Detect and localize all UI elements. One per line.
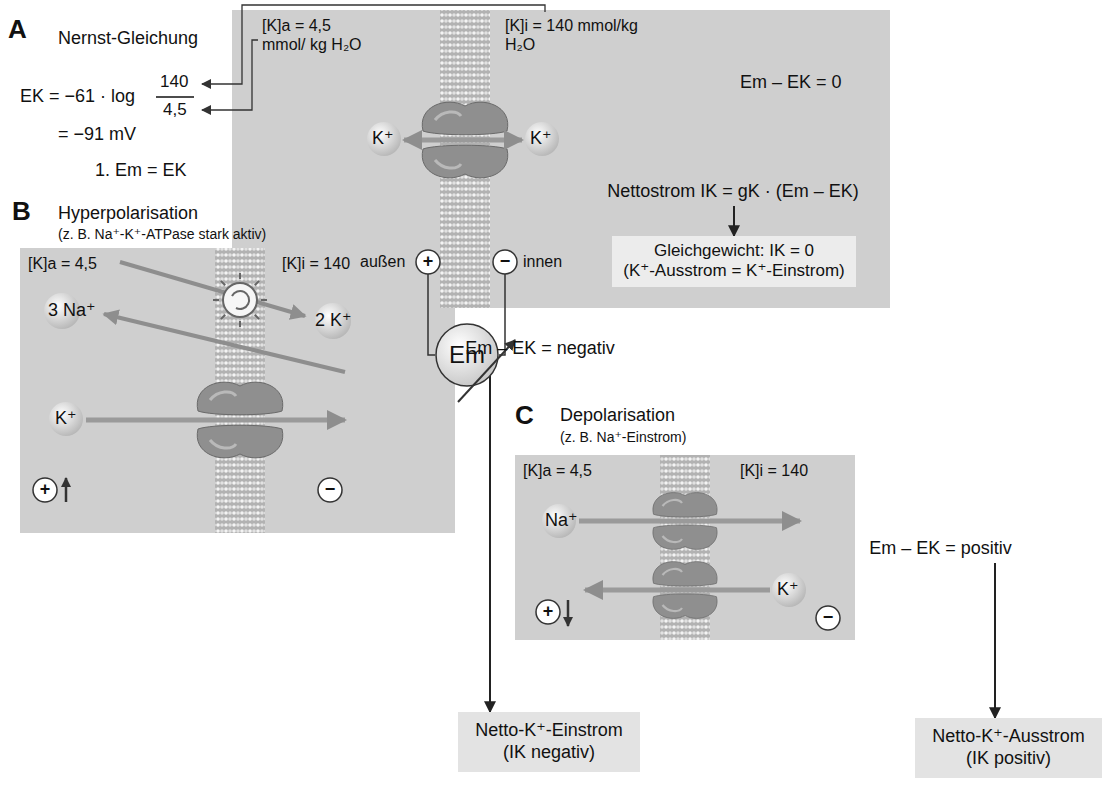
result-box: Netto-K⁺-Einstrom(IK negativ) xyxy=(458,712,640,772)
leader-line xyxy=(202,40,258,110)
leader-line xyxy=(202,5,545,84)
result-detail: (IK negativ) xyxy=(474,742,624,764)
fraction-denominator: 4,5 xyxy=(163,100,187,120)
concentration-label: [K]a = 4,5 xyxy=(523,461,592,480)
ion-flux-arrow xyxy=(579,519,800,524)
pump-ray xyxy=(261,299,267,301)
ion-label: Na⁺ xyxy=(545,510,578,532)
ion-flux-arrow xyxy=(404,138,522,143)
charge-circle xyxy=(33,478,57,502)
pump-rotation xyxy=(232,291,249,309)
ion-flux-arrow xyxy=(86,418,345,423)
pump-ray xyxy=(255,315,259,319)
ion-label: K⁺ xyxy=(777,579,799,601)
panel-subheading: (z. B. Na⁺-Einstrom) xyxy=(560,429,686,446)
result-heading: Netto-K⁺-Einstrom xyxy=(474,720,624,742)
connector-arrow xyxy=(733,206,735,236)
connector-arrow xyxy=(489,363,491,712)
ion-flux-arrow xyxy=(104,314,345,372)
side-label: innen xyxy=(523,252,562,271)
concentration-label: [K]a = 4,5 xyxy=(28,254,97,273)
pump-ray xyxy=(239,321,241,327)
membrane-panel: [K]a = 4,5 [K]i = 140 3 Na⁺ 2 K⁺ K⁺ xyxy=(20,248,455,533)
ion-sphere xyxy=(367,122,401,156)
panel-subheading: (z. B. Na⁺-K⁺-ATPase stark aktiv) xyxy=(58,226,266,243)
current-equation: Nettostrom IK = gK · (Em – EK) xyxy=(600,178,866,206)
pump-ray xyxy=(255,281,259,285)
panel-letter: A xyxy=(8,14,27,45)
ion-label: 2 K⁺ xyxy=(315,310,352,332)
membrane-panel: [K]a = 4,5 [K]i = 140Na⁺ K⁺ xyxy=(515,455,855,640)
charge-sign: − xyxy=(500,252,511,270)
nernst-formula: EK = −61 · log xyxy=(20,86,135,108)
charge-change-arrow xyxy=(65,478,68,502)
concentration-label: [K]i = 140 xyxy=(282,254,350,273)
potential-difference: Em – EK = 0 xyxy=(740,72,842,94)
charge-change-arrow xyxy=(567,600,570,626)
potential-difference: Em – EK = positiv xyxy=(862,535,1019,563)
pump-ray xyxy=(239,273,241,279)
charge-sign: + xyxy=(423,252,434,270)
panel-letter: C xyxy=(515,400,534,431)
ion-flux-arrow xyxy=(120,262,305,316)
equilibrium-box: Gleichgewicht: IK = 0(K⁺-Ausstrom = K⁺-E… xyxy=(612,236,856,287)
charge-circle xyxy=(416,250,440,274)
result-detail: (K⁺-Ausstrom = K⁺-Einstrom) xyxy=(622,261,846,281)
ion-label: K⁺ xyxy=(530,128,552,150)
result-detail: (IK positiv) xyxy=(931,748,1086,770)
pump-ray xyxy=(221,281,225,285)
concentration-label: [K]a = 4,5 mmol/ kg H₂O xyxy=(262,16,362,54)
concentration-label: [K]i = 140 xyxy=(740,461,808,480)
potential-difference-text: Em – EK = negativ xyxy=(464,338,616,360)
fraction-numerator: 140 xyxy=(160,72,188,92)
panel-letter: B xyxy=(12,196,31,227)
charge-sign: + xyxy=(543,602,554,620)
panel-ground xyxy=(20,248,455,533)
side-label: außen xyxy=(360,252,405,271)
ion-sphere xyxy=(49,402,83,436)
panel-ground xyxy=(515,455,855,640)
ion-sphere xyxy=(772,573,806,607)
charge-circle xyxy=(536,600,560,624)
charge-circle xyxy=(493,250,517,274)
fraction-bar xyxy=(156,96,194,98)
formula-result: = −91 mV xyxy=(58,124,136,146)
concentration-label: [K]i = 140 mmol/kg H₂O xyxy=(505,16,645,54)
pump-body xyxy=(223,283,257,317)
pump-ray xyxy=(221,315,225,319)
ion-flux-arrow xyxy=(585,588,770,593)
ion-label: K⁺ xyxy=(55,408,77,430)
ion-sphere xyxy=(525,122,559,156)
charge-circle xyxy=(318,478,342,502)
connector-arrow xyxy=(994,563,996,718)
ion-label: K⁺ xyxy=(372,128,394,150)
sodium-potassium-pump xyxy=(213,273,267,327)
panel-heading: Hyperpolarisation xyxy=(58,203,198,225)
ion-sphere xyxy=(315,303,351,339)
potential-difference: Em – EK = negativ xyxy=(458,335,622,363)
equation-title: Nernst-Gleichung xyxy=(58,28,198,50)
meter-wire xyxy=(428,274,435,355)
charge-circle xyxy=(816,606,840,630)
result-heading: Netto-K⁺-Ausstrom xyxy=(931,726,1086,748)
panel-ground xyxy=(232,10,890,308)
result-heading: Gleichgewicht: IK = 0 xyxy=(622,241,846,261)
potential-difference-text: Em – EK = positiv xyxy=(868,538,1013,560)
pump-ray xyxy=(213,299,219,301)
panel-heading: Depolarisation xyxy=(560,405,675,427)
charge-sign: − xyxy=(823,608,834,626)
charge-sign: + xyxy=(40,480,51,498)
current-equation-text: Nettostrom IK = gK · (Em – EK) xyxy=(606,181,860,203)
result-box: Netto-K⁺-Ausstrom(IK positiv) xyxy=(915,718,1102,778)
charge-sign: − xyxy=(325,480,336,498)
ion-label: 3 Na⁺ xyxy=(48,300,96,322)
condition-label: 1. Em = EK xyxy=(95,160,187,182)
